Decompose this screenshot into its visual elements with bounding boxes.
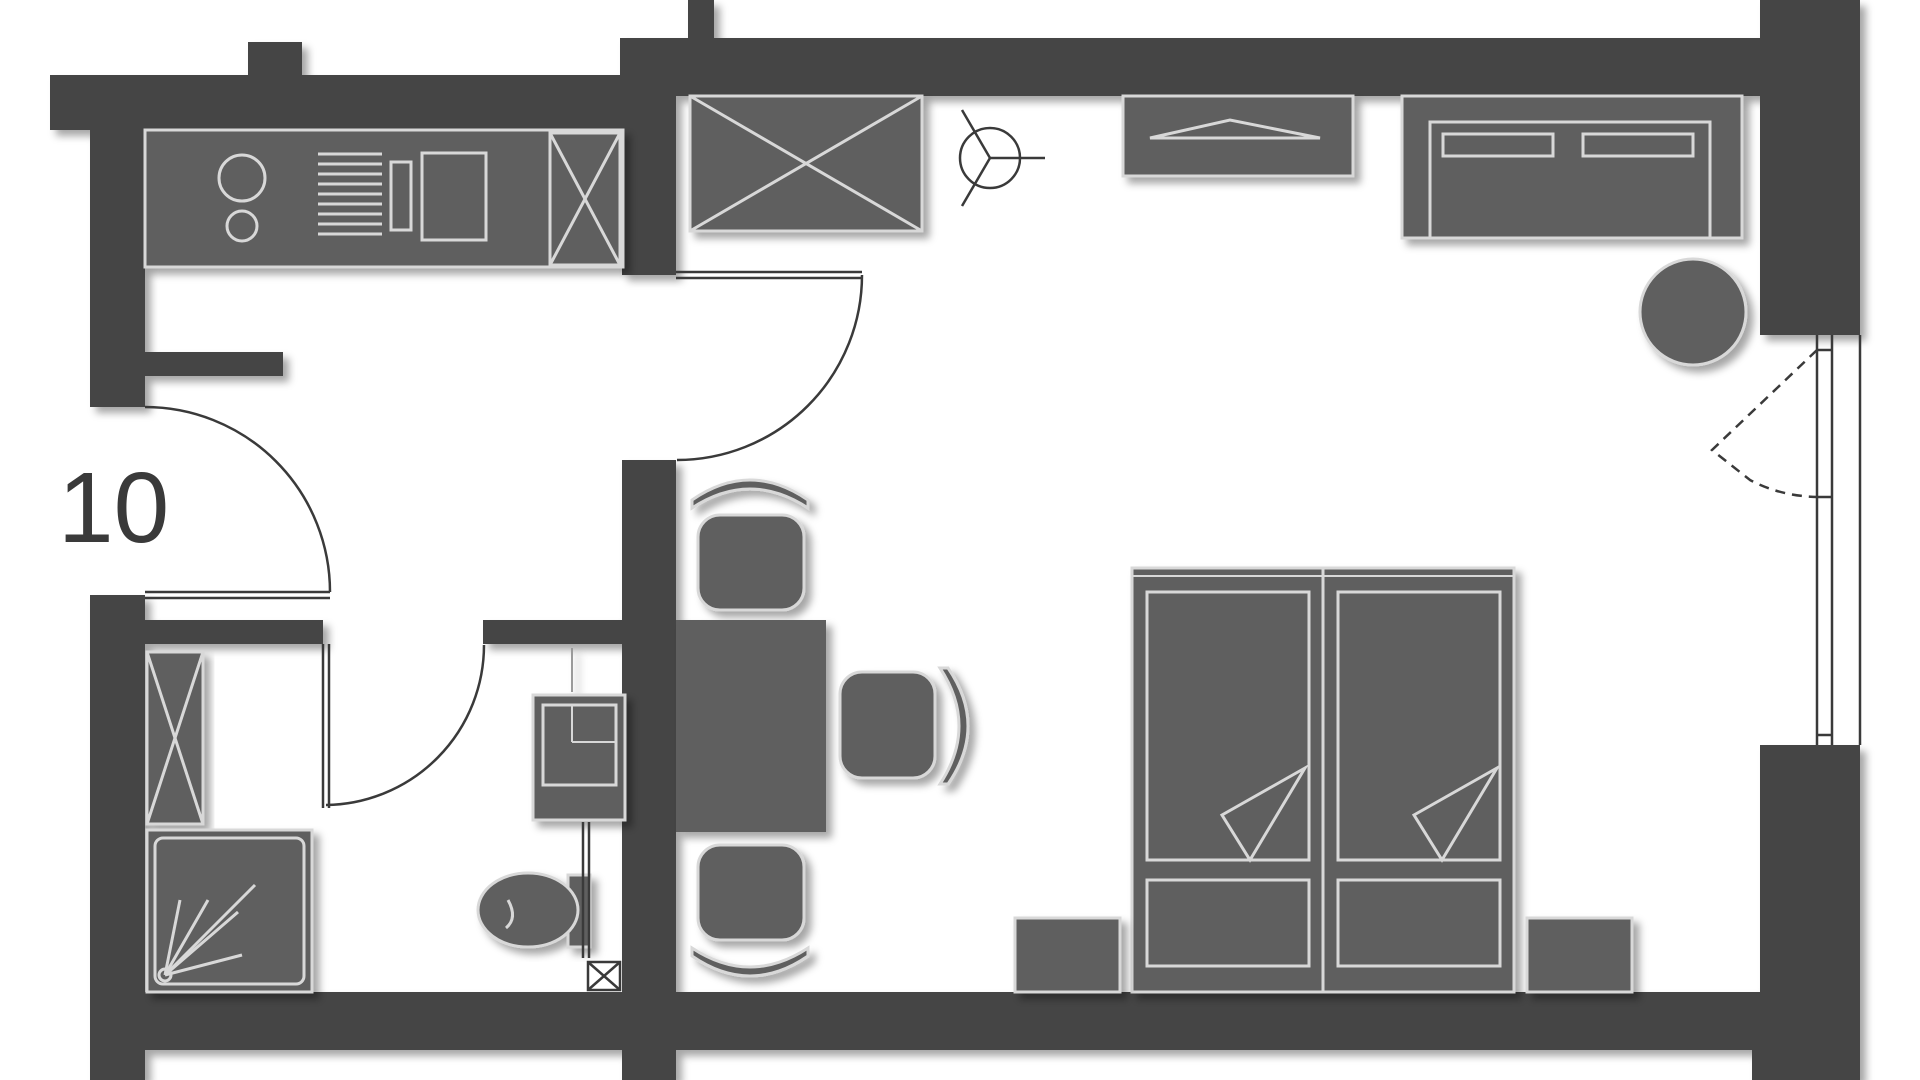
kitchen-counter-top [143, 128, 625, 269]
washbasin [531, 648, 627, 822]
wall-top-main [620, 38, 1790, 96]
shower [145, 828, 314, 994]
sideboard-drawer [1441, 132, 1555, 158]
blanket [1336, 590, 1502, 862]
wall-partition-upper [622, 75, 676, 275]
shower-head-icon [157, 883, 257, 983]
double-bed [1130, 566, 1516, 994]
nightstand-right [1525, 916, 1634, 994]
wardrobe [688, 94, 924, 233]
bathroom [145, 644, 627, 994]
blanket-fold-icon [1219, 763, 1310, 863]
room-number: 10 [58, 452, 169, 564]
shaft-access-icon [586, 960, 622, 992]
dresser [1121, 94, 1355, 178]
sideboard-drawer [1581, 132, 1695, 158]
dining-chair [838, 666, 970, 786]
dining-table [676, 620, 826, 832]
blanket-fold-icon [1411, 763, 1502, 863]
wall-left-upper [90, 75, 145, 407]
wall-top-kitchen-notch [248, 42, 302, 82]
cooktop-burner-icon [217, 153, 267, 203]
pillow [1336, 878, 1502, 968]
sink-basin-icon [420, 151, 488, 242]
wall-stub-entry [145, 352, 283, 376]
sideboard [1400, 94, 1744, 240]
plant-pot [1638, 257, 1748, 367]
wall-lamp-icon [958, 109, 1045, 207]
entry-door-swing [144, 405, 332, 593]
faucet-icon [389, 160, 413, 232]
entry-door [144, 405, 332, 600]
kitchen-cabinet [548, 131, 622, 267]
dining-chair [690, 843, 810, 978]
bathroom-cabinet [145, 650, 205, 826]
kitchen-counter [143, 128, 625, 269]
wall-partition-lower [622, 460, 676, 1080]
installation-shaft [581, 822, 622, 992]
bed-left-half [1145, 590, 1311, 968]
wall-bottom-stub-right [1752, 1045, 1812, 1080]
wall-bath-right [483, 620, 623, 644]
nightstand-left [1013, 916, 1122, 994]
toilet [476, 871, 592, 949]
balcony-door [1710, 335, 1862, 745]
dish-rack-icon [318, 152, 382, 236]
toilet-bowl-icon [476, 871, 580, 949]
bed-right-half [1336, 590, 1502, 968]
dining-chair [690, 478, 810, 612]
wall-right-upper [1760, 0, 1860, 335]
wall-bottom [90, 992, 1860, 1050]
main-room-door [676, 270, 864, 462]
blanket [1145, 590, 1311, 862]
main-room-door-swing [676, 274, 864, 462]
wall-bath-left [145, 620, 323, 644]
walls [50, 0, 1860, 1080]
balcony-door-swing [1710, 349, 1818, 499]
wall-top-kitchen [50, 75, 625, 130]
cooktop-burner-small-icon [225, 209, 259, 243]
wall-top-stub [688, 0, 714, 45]
bathroom-door-swing [325, 644, 486, 807]
pillow [1145, 878, 1311, 968]
bathroom-door [321, 644, 486, 808]
dining-set [676, 478, 970, 978]
